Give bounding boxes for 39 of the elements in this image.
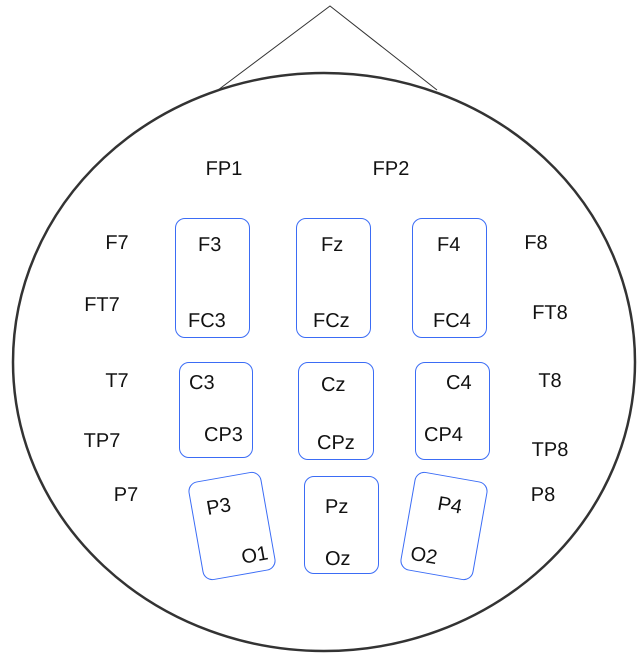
electrode-group-box — [179, 362, 253, 458]
electrode-group-box — [412, 218, 487, 338]
electrode-label: TP7 — [84, 431, 120, 451]
electrode-label: F8 — [524, 233, 548, 253]
electrode-label: FT8 — [532, 303, 568, 323]
electrode-label: O1 — [240, 543, 270, 568]
electrode-label: CP3 — [204, 425, 243, 445]
electrode-label: P8 — [530, 485, 556, 505]
electrode-label: F4 — [437, 235, 460, 255]
electrode-label: FP2 — [372, 159, 410, 179]
electrode-group-box — [296, 218, 371, 338]
electrode-label: FP1 — [206, 159, 242, 179]
electrode-group-box — [304, 476, 379, 574]
electrode-label: FC3 — [188, 311, 226, 331]
electrode-label: P7 — [114, 485, 138, 505]
electrode-label: C3 — [189, 373, 215, 393]
electrode-label: T8 — [538, 371, 562, 391]
electrode-label: FCz — [313, 311, 350, 331]
electrode-group-box — [175, 218, 250, 338]
electrode-label: F3 — [198, 235, 222, 255]
electrode-label: Cz — [321, 375, 346, 395]
electrode-label: F7 — [105, 233, 129, 253]
electrode-label: FC4 — [433, 311, 471, 331]
electrode-group-box — [415, 362, 490, 460]
electrode-label: C4 — [446, 373, 472, 393]
electrode-label: CP4 — [424, 425, 463, 445]
electrode-group-box — [398, 470, 490, 582]
electrode-label: FT7 — [84, 295, 120, 315]
electrode-label: Pz — [325, 497, 348, 517]
electrode-label: Oz — [325, 549, 351, 569]
electrode-label: TP8 — [532, 440, 568, 460]
electrode-label: Fz — [321, 235, 344, 255]
electrode-group-box — [298, 362, 374, 460]
electrode-group-box — [186, 470, 278, 582]
electrode-label: CPz — [317, 433, 355, 453]
electrode-label: P3 — [204, 495, 233, 519]
electrode-label: T7 — [105, 371, 129, 391]
electrode-label: P4 — [436, 494, 464, 518]
electrode-label: O2 — [408, 544, 439, 568]
